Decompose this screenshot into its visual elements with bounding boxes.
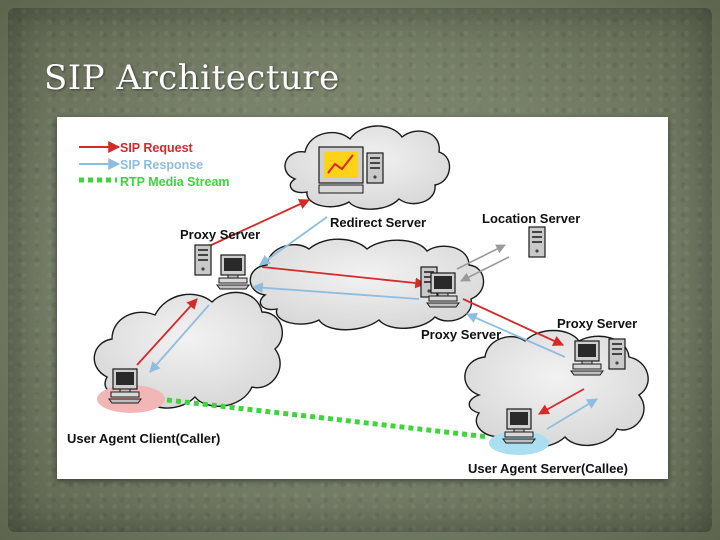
label-user-agent-client: User Agent Client(Caller) [67, 431, 220, 446]
slide-title: SIP Architecture [44, 58, 340, 98]
redirect-server-tower [366, 152, 384, 184]
request-caller-to-proxy-left [136, 298, 198, 366]
proxy-right-tower [608, 338, 626, 370]
label-proxy-right: Proxy Server [557, 316, 637, 331]
label-proxy-center: Proxy Server [421, 327, 501, 342]
reply-location-to-center [460, 256, 510, 282]
label-proxy-left: Proxy Server [180, 227, 260, 242]
response-proxy-left-to-caller [149, 304, 210, 373]
redirect-server-node [318, 146, 384, 194]
legend-media-label: RTP Media Stream [120, 175, 230, 189]
request-center-to-proxy-right [462, 298, 564, 346]
label-location-server: Location Server [482, 211, 580, 226]
response-redirect-to-proxy-left [259, 216, 328, 266]
diagram-canvas: SIP Request SIP Response RTP Media Strea… [67, 125, 649, 476]
sip-messages [136, 199, 598, 430]
cloud-caller-network [93, 291, 283, 409]
label-user-agent-server: User Agent Server(Callee) [468, 461, 628, 476]
legend-response-label: SIP Response [120, 158, 203, 172]
legend-request-label: SIP Request [120, 141, 194, 155]
cloud-core-network [249, 238, 485, 331]
proxy-left-node [194, 244, 250, 290]
request-proxy-left-to-redirect [206, 199, 310, 248]
response-proxy-right-to-center [466, 312, 566, 358]
rtp-media-stream [166, 397, 490, 440]
redirect-server-chart-icon [327, 154, 354, 174]
label-redirect-server: Redirect Server [330, 215, 426, 230]
response-center-to-proxy-left [251, 282, 420, 300]
sip-architecture-diagram: SIP Request SIP Response RTP Media Strea… [57, 117, 668, 479]
request-proxy-right-to-callee [538, 388, 585, 415]
proxy-left-tower [194, 244, 212, 276]
legend: SIP Request SIP Response RTP Media Strea… [79, 141, 230, 189]
query-center-to-location [456, 244, 506, 270]
request-proxy-left-to-center [261, 266, 427, 289]
redirect-server-base [318, 184, 364, 194]
response-callee-to-proxy-right [546, 398, 598, 430]
location-server-tower [528, 226, 546, 258]
proxy-left-workstation [216, 254, 250, 290]
